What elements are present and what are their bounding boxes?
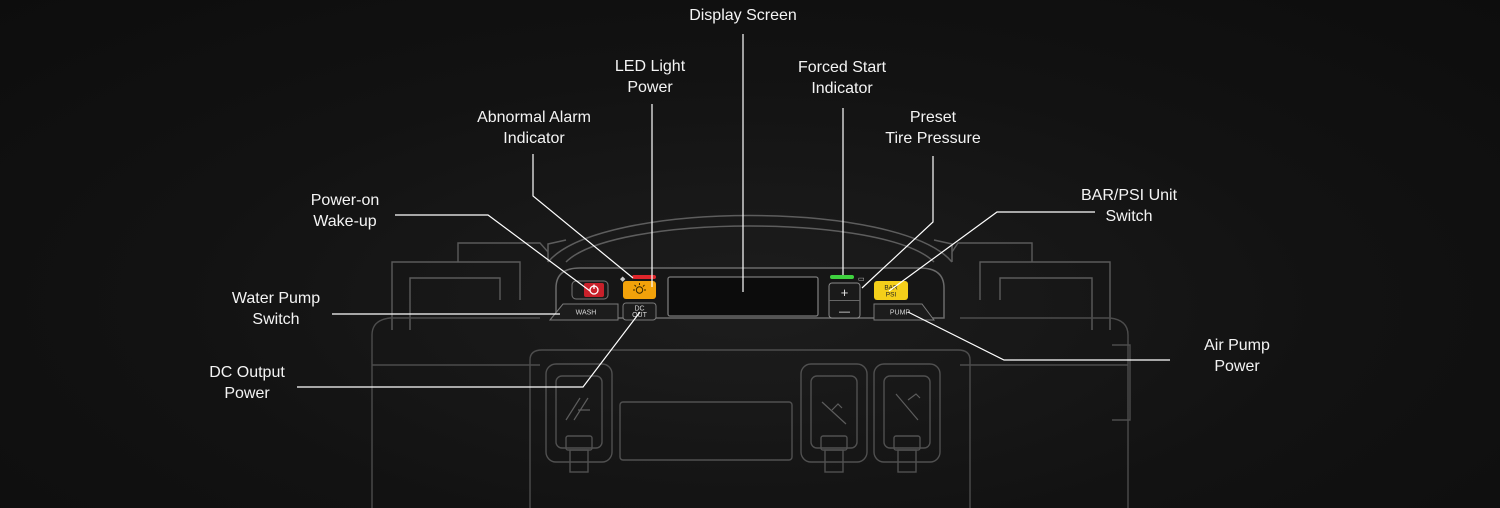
preset-pressure-rocker[interactable]: + — bbox=[828, 282, 861, 319]
label-air-pump-power-line-2: Power bbox=[1214, 358, 1260, 375]
pump-button[interactable]: PUMP bbox=[873, 303, 935, 321]
label-dc-output-power-line-2: Power bbox=[224, 385, 270, 402]
label-forced-start-indicator-line-1: Forced Start bbox=[797, 59, 887, 76]
label-water-pump-switch-line-2: Switch bbox=[252, 311, 300, 328]
leader-preset-tire-pressure bbox=[861, 156, 934, 289]
label-dc-output-power-line-1: DC Output bbox=[209, 364, 285, 381]
bar-key-label: BAR bbox=[884, 285, 898, 292]
clamp-icon bbox=[565, 397, 590, 421]
label-preset-tire-pressure-line-1: Preset bbox=[909, 109, 957, 126]
device-shoulders bbox=[391, 242, 1111, 330]
power-button[interactable] bbox=[571, 280, 609, 300]
carry-handle bbox=[547, 214, 953, 263]
label-power-on-wake-up-line-2: Wake-up bbox=[313, 213, 377, 230]
left-port-cover bbox=[545, 363, 613, 473]
label-water-pump-switch-line-1: Water Pump bbox=[231, 290, 321, 307]
label-abnormal-alarm-indicator-line-2: Indicator bbox=[503, 130, 565, 147]
leader-power-on bbox=[395, 214, 591, 292]
label-preset-tire-pressure-line-2: Tire Pressure bbox=[885, 130, 981, 147]
dc-key-label: DC bbox=[634, 306, 644, 313]
psi-key-label: PSI bbox=[886, 292, 897, 299]
wash-key-label: WASH bbox=[576, 310, 597, 317]
label-forced-start-indicator-line-2: Indicator bbox=[811, 80, 873, 97]
leader-abnormal-alarm bbox=[532, 154, 634, 279]
label-abnormal-alarm-indicator-line-1: Abnormal Alarm bbox=[477, 109, 591, 126]
battery-symbol: ▭ bbox=[858, 276, 865, 283]
out-key-label: OUT bbox=[632, 312, 648, 319]
label-power-on-wake-up-line-1: Power-on bbox=[310, 192, 380, 209]
port-icons bbox=[565, 393, 921, 425]
middle-port-cover bbox=[800, 363, 868, 473]
cable-icon bbox=[895, 393, 921, 421]
leader-dc-output bbox=[297, 311, 641, 388]
abnormal-alarm-indicator bbox=[632, 275, 656, 279]
pump-key-label: PUMP bbox=[890, 310, 911, 317]
forced-start-indicator bbox=[830, 275, 854, 279]
leader-lines bbox=[297, 34, 1170, 388]
warning-symbol: ◆ bbox=[620, 276, 626, 283]
port-covers bbox=[545, 363, 941, 473]
plus-key-label: + bbox=[841, 285, 849, 300]
bar-psi-button[interactable]: BAR PSI bbox=[874, 281, 908, 300]
leader-bar-psi bbox=[888, 211, 1095, 292]
label-bar-psi-unit-switch-line-2: Switch bbox=[1105, 208, 1153, 225]
label-bar-psi-unit-switch-line-1: BAR/PSI Unit bbox=[1080, 187, 1178, 204]
label-air-pump-power-line-1: Air Pump bbox=[1204, 337, 1270, 354]
minus-key-label: — bbox=[839, 306, 850, 318]
center-recess bbox=[619, 401, 793, 461]
led-light-button[interactable] bbox=[623, 281, 656, 299]
leader-air-pump bbox=[907, 311, 1170, 361]
label-led-light-power-line-2: Power bbox=[627, 79, 673, 96]
device-body bbox=[371, 317, 1131, 508]
dc-out-button[interactable]: DC OUT bbox=[622, 302, 657, 321]
label-display-screen: Display Screen bbox=[689, 5, 797, 26]
right-port-cover bbox=[873, 363, 941, 473]
label-led-light-power-line-1: LED Light bbox=[614, 58, 686, 75]
wash-button[interactable]: WASH bbox=[548, 303, 619, 321]
label-display-screen-line-1: Display Screen bbox=[689, 7, 797, 24]
plug-icon bbox=[821, 401, 847, 425]
